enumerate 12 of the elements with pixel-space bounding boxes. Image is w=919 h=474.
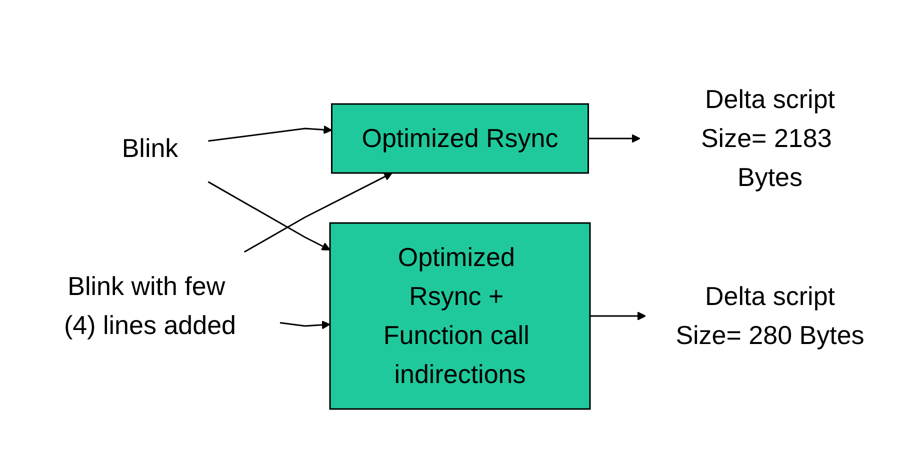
node-box: Optimized Rsync bbox=[330, 103, 588, 174]
node-text: Blink with few (4) lines added bbox=[64, 271, 236, 340]
node-text: Delta script Size= 280 Bytes bbox=[675, 281, 864, 350]
arrow bbox=[590, 312, 646, 320]
arrow bbox=[588, 134, 640, 143]
node-text: Delta script Size= 2183 Bytes bbox=[700, 84, 835, 192]
arrow bbox=[207, 181, 330, 250]
node-box: Optimized Rsync + Function call indirections bbox=[328, 222, 590, 410]
arrow bbox=[279, 320, 330, 330]
node-text: Blink bbox=[121, 133, 178, 163]
arrow bbox=[208, 125, 332, 142]
arrow bbox=[243, 172, 392, 253]
